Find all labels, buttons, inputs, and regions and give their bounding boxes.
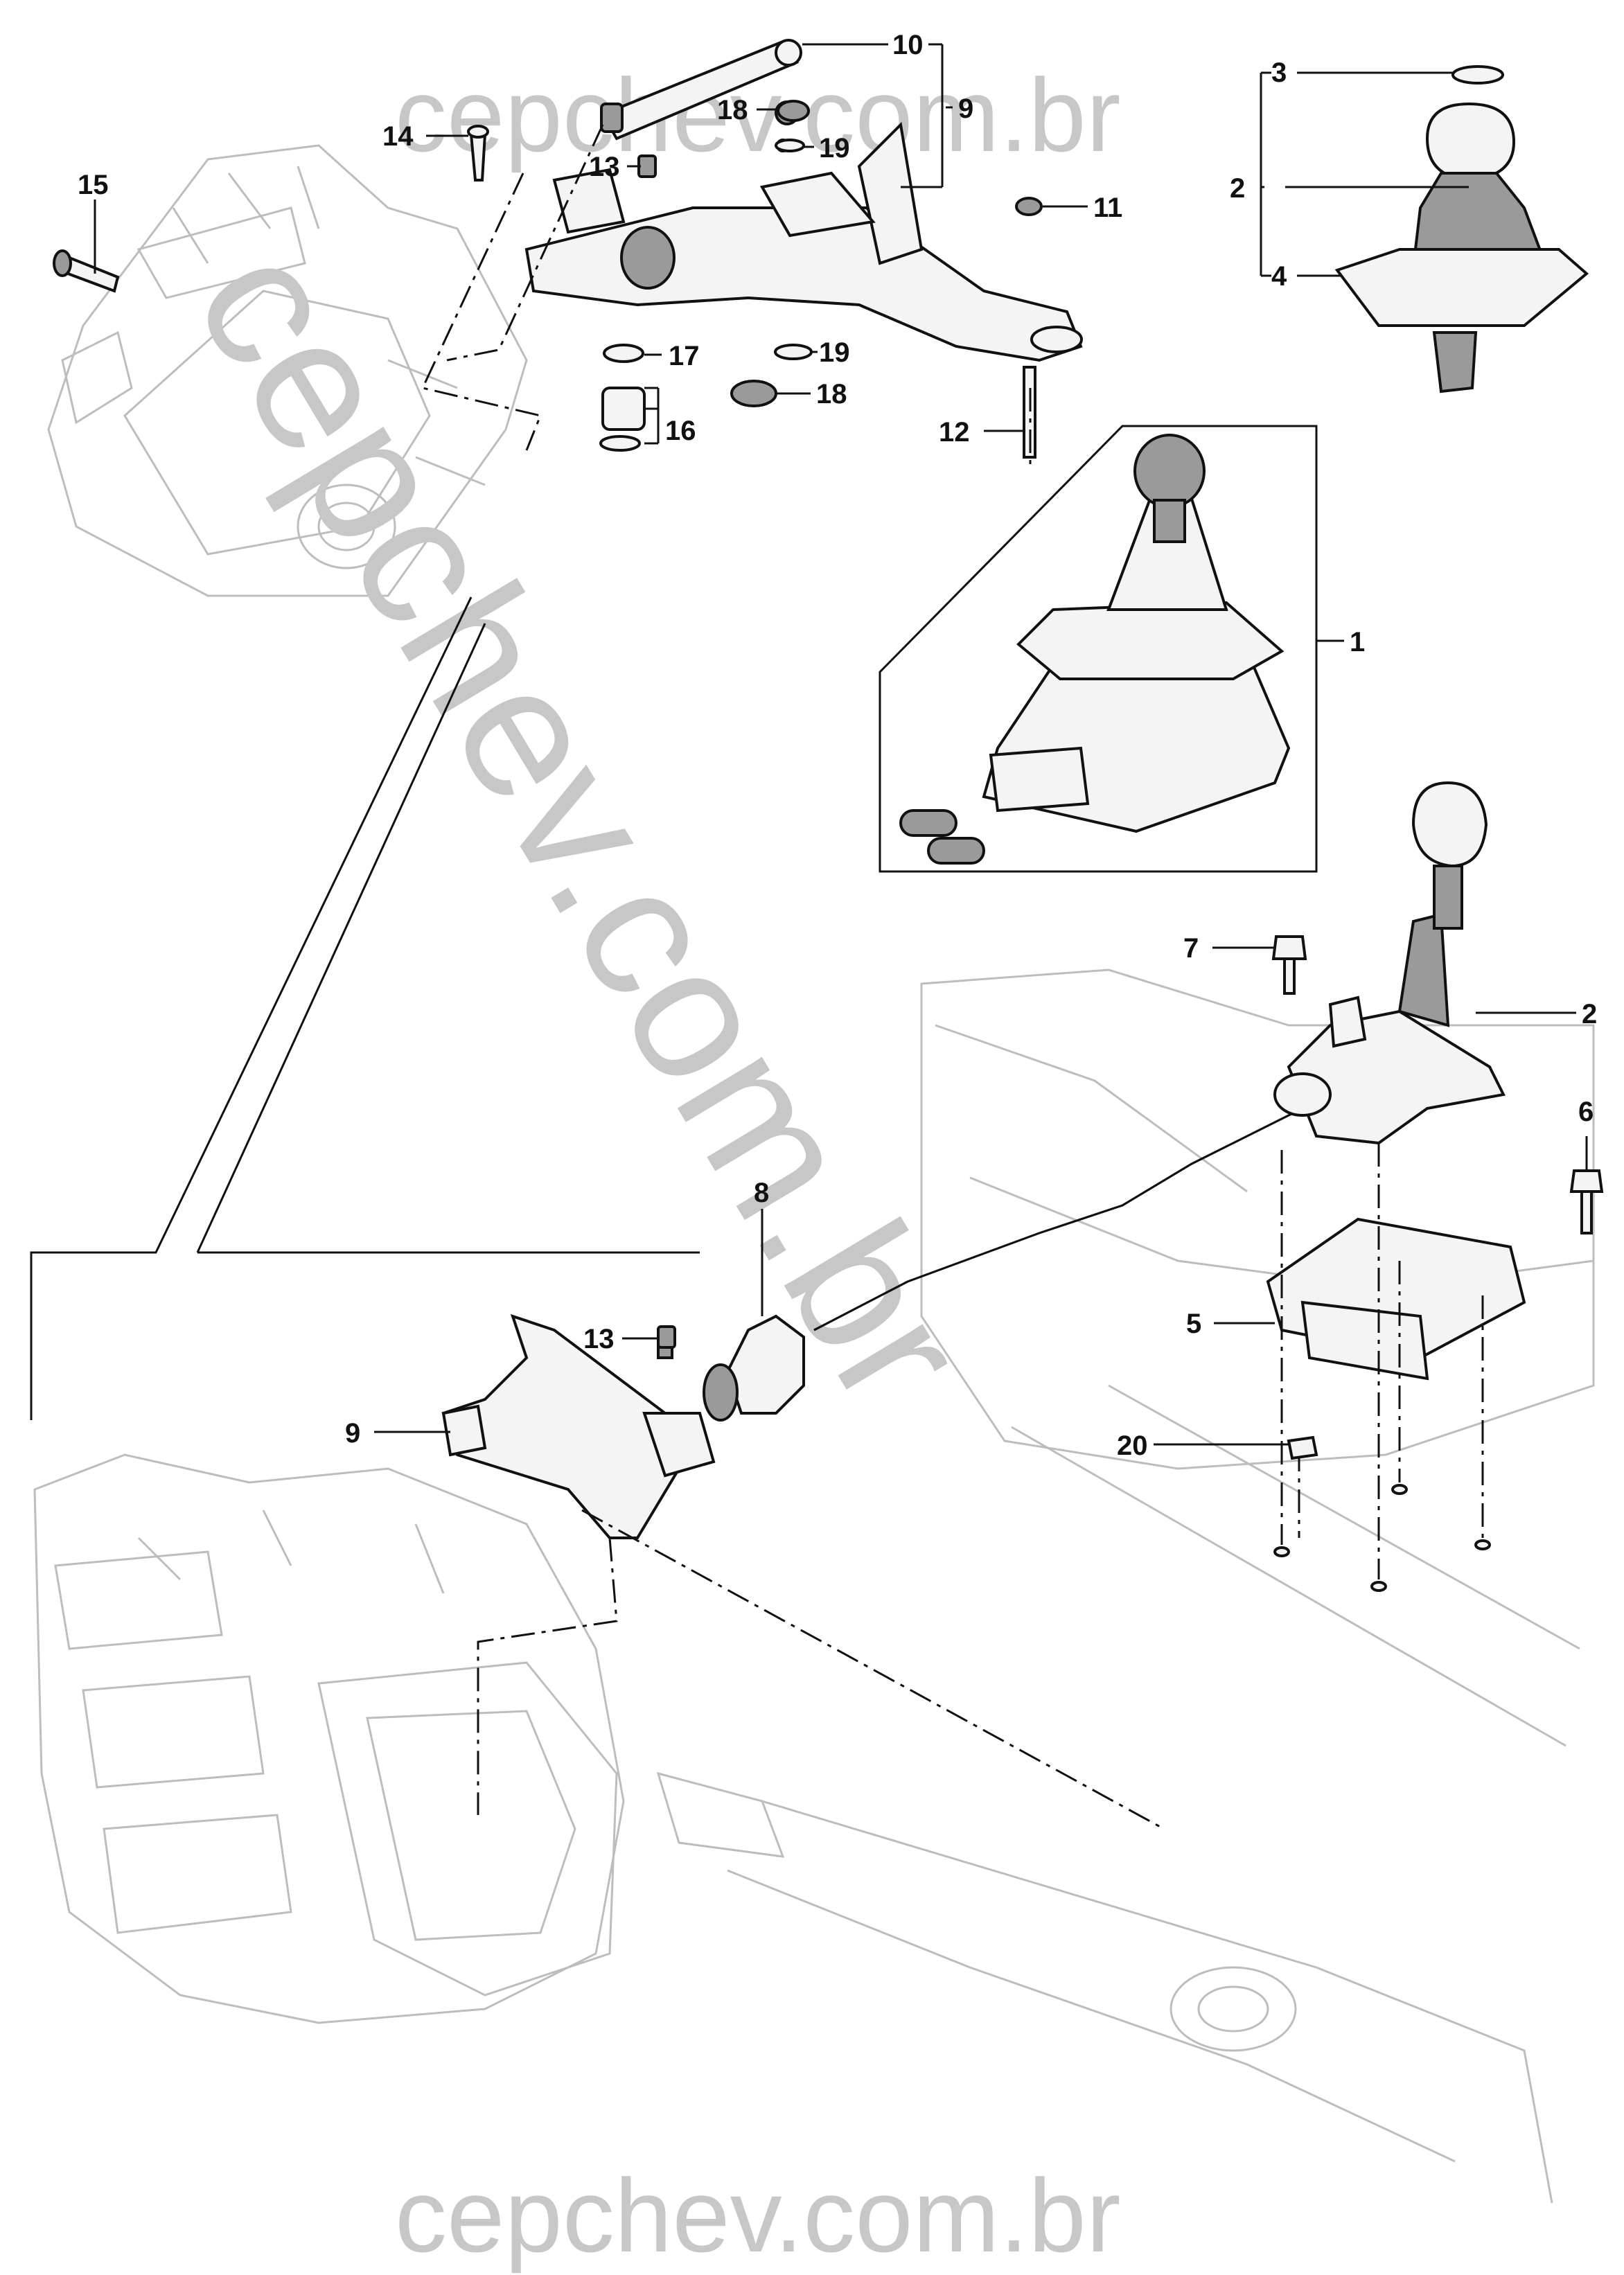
callout-10: 10	[892, 30, 924, 60]
callout-3: 3	[1271, 57, 1287, 88]
callout-1: 1	[1350, 627, 1365, 657]
callout-15: 15	[78, 170, 109, 200]
callout-5: 5	[1186, 1309, 1201, 1339]
callout-11: 11	[1093, 193, 1122, 223]
callout-8: 8	[754, 1178, 769, 1208]
shifter-mechanism-illustration	[1266, 781, 1526, 1381]
callout-19-lower: 19	[819, 337, 850, 368]
callout-4: 4	[1271, 261, 1287, 292]
callout-12: 12	[939, 417, 970, 448]
gear-knob-boot-illustration	[1334, 65, 1589, 393]
callout-18-top: 18	[717, 95, 748, 125]
connector-lines	[30, 596, 700, 1420]
shift-cable-illustration	[703, 1072, 1332, 1422]
floor-mount-holes	[1273, 1435, 1491, 1592]
shift-linkage-assembly-illustration	[524, 39, 1083, 362]
small-hardware-top	[53, 100, 1043, 459]
callout-2-top: 2	[1230, 173, 1245, 204]
watermark-bottom: cepchev.com.br	[395, 2157, 1121, 2274]
callout-7: 7	[1183, 933, 1199, 964]
callout-20: 20	[1117, 1431, 1148, 1461]
callout-16: 16	[665, 416, 696, 446]
callout-6: 6	[1578, 1097, 1594, 1127]
detail-inset-box	[879, 425, 1318, 873]
callout-17: 17	[669, 341, 700, 371]
callout-9-lower: 9	[345, 1418, 360, 1449]
callout-2-lower: 2	[1582, 999, 1597, 1029]
callout-13-lower: 13	[583, 1324, 615, 1354]
callout-13-top: 13	[589, 152, 620, 182]
transmission-lower-ghost	[33, 1453, 625, 2024]
shift-control-assembly-illustration	[899, 434, 1291, 865]
alignment-lines	[421, 124, 1484, 1830]
callout-19-top: 19	[819, 133, 850, 163]
callout-9-top: 9	[958, 94, 973, 124]
transmission-upper-ghost	[47, 144, 528, 597]
callout-18-lower: 18	[816, 379, 847, 409]
callout-14: 14	[382, 121, 414, 152]
callout-labels: 1 2 3 4 2 5 6 7 8 9	[78, 30, 1604, 1461]
